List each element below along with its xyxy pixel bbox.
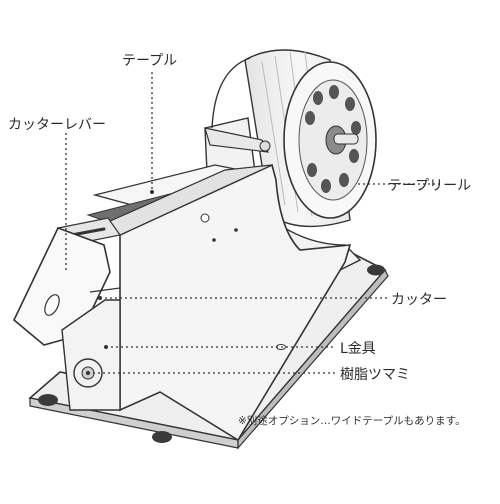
- cutter-edge: [89, 287, 121, 293]
- foot-front-left: [38, 394, 58, 406]
- tape-roll-back-arc: [211, 57, 251, 129]
- front-plate-screw: [200, 213, 210, 223]
- leader-lines: [65, 72, 440, 374]
- base-plate-side: [237, 268, 389, 450]
- foot-front-right: [152, 431, 172, 443]
- label-tape-reel: テープリール: [388, 178, 472, 194]
- front-plate-dot1: [212, 238, 216, 242]
- cutter-lever-hole: [44, 294, 60, 316]
- label-resin-knob: 樹脂ツマミ: [340, 367, 410, 383]
- foot-back-right: [367, 264, 385, 276]
- label-tape: テープル: [122, 53, 178, 69]
- label-l-bracket: L金具: [340, 341, 376, 357]
- arm-bolt: [259, 140, 271, 152]
- reel-axle: [333, 133, 359, 145]
- label-cutter: カッター: [391, 292, 447, 308]
- leader-dot-tape: [150, 190, 154, 194]
- leader-dot-l-bracket: [104, 345, 108, 349]
- option-note: ※別途オプション…ワイドテープルもあります。: [238, 415, 466, 427]
- reel-arm: [204, 127, 270, 153]
- front-side-plate: [119, 163, 352, 442]
- label-cutter-lever: カッターレバー: [8, 117, 106, 133]
- leader-dot-knob: [86, 371, 90, 375]
- leader-dot-cutter: [98, 296, 102, 300]
- front-plate-dot2: [234, 228, 238, 232]
- lower-housing: [61, 299, 121, 411]
- tape-reel-holes: [305, 85, 361, 193]
